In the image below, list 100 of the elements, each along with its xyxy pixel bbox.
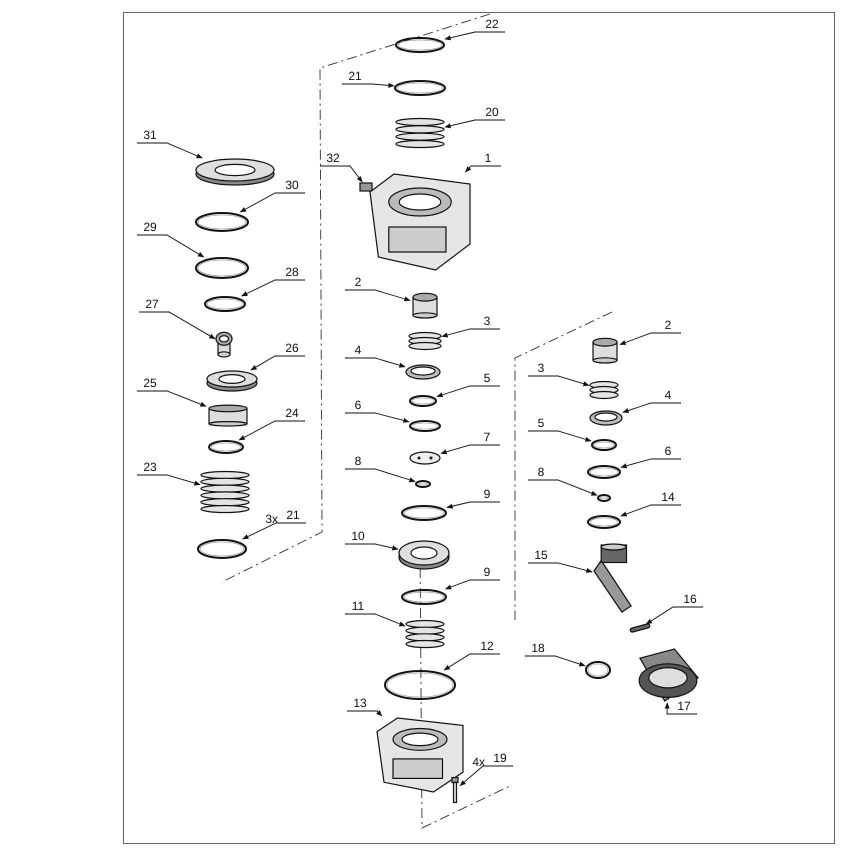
callout-number: 14	[655, 489, 681, 505]
leader-line	[524, 656, 586, 666]
leader-line	[444, 32, 506, 40]
leader-line	[250, 356, 306, 370]
leader-line	[342, 82, 395, 88]
leader-line	[465, 166, 502, 172]
leader-line	[441, 328, 500, 338]
callout-number: 23	[137, 459, 163, 475]
leader-line	[320, 166, 363, 182]
part-drawing	[590, 337, 620, 363]
part-drawing	[401, 505, 447, 521]
leader-line	[241, 280, 306, 296]
callout-number: 15	[528, 547, 554, 563]
callout-number: 3	[528, 360, 554, 376]
part-drawing	[384, 670, 456, 700]
leader-line	[620, 458, 682, 468]
callout-number: 21	[342, 68, 368, 84]
callout-number: 19	[492, 750, 508, 766]
callout-number: 13	[347, 695, 373, 711]
part-drawing	[587, 515, 621, 529]
part-drawing	[636, 647, 700, 703]
part-drawing	[409, 395, 437, 407]
leader-line	[136, 234, 204, 258]
quantity-label: 3x	[265, 511, 278, 527]
leader-line	[240, 192, 306, 212]
callout-number: 10	[345, 528, 371, 544]
callout-number: 29	[137, 219, 163, 235]
leader-line	[440, 444, 500, 454]
leader-line	[620, 504, 682, 516]
leader-line	[664, 702, 698, 714]
leader-line	[444, 654, 500, 670]
part-drawing	[206, 370, 258, 392]
leader-line	[344, 412, 410, 423]
part-drawing	[589, 381, 619, 399]
part-drawing	[415, 480, 431, 488]
part-drawing	[206, 404, 250, 426]
callout-number: 6	[655, 443, 681, 459]
part-drawing	[197, 539, 247, 559]
leader-line	[346, 710, 382, 716]
callout-number: 7	[474, 429, 500, 445]
leader-line	[344, 468, 416, 482]
part-drawing	[409, 451, 441, 465]
part-drawing	[395, 37, 445, 53]
leader-line	[138, 312, 216, 340]
callout-number: 32	[320, 150, 346, 166]
leader-line	[446, 502, 500, 509]
part-drawing	[591, 439, 617, 451]
part-drawing	[195, 257, 249, 279]
callout-number: 12	[474, 638, 500, 654]
callout-number: 2	[345, 274, 371, 290]
part-drawing	[195, 158, 275, 186]
callout-number: 5	[474, 370, 500, 386]
part-drawing	[585, 661, 611, 679]
leader-line	[528, 430, 592, 442]
leader-line	[619, 332, 682, 345]
part-drawing	[195, 212, 249, 232]
part-drawing	[450, 777, 460, 803]
leader-line	[136, 474, 201, 486]
leader-line	[445, 580, 500, 590]
callout-number: 3	[474, 313, 500, 329]
callout-number: 21	[285, 507, 301, 523]
part-drawing	[410, 292, 440, 318]
leader-line	[344, 358, 406, 368]
leader-line	[436, 386, 500, 398]
part-drawing	[200, 471, 250, 513]
leader-line	[622, 402, 682, 413]
callout-number: 8	[528, 464, 554, 480]
part-drawing	[398, 540, 450, 570]
leader-line	[344, 290, 411, 302]
part-drawing	[405, 364, 441, 380]
part-drawing	[405, 620, 445, 648]
part-drawing	[368, 172, 472, 272]
part-drawing	[401, 589, 447, 605]
part-drawing	[208, 440, 244, 454]
callout-number: 25	[137, 375, 163, 391]
leader-line	[528, 562, 593, 573]
callout-number: 9	[474, 486, 500, 502]
callout-number: 4	[655, 387, 681, 403]
part-drawing	[215, 331, 233, 357]
leader-line	[528, 376, 590, 386]
leader-line	[238, 420, 306, 440]
callout-number: 20	[479, 104, 505, 120]
callout-number: 28	[279, 264, 305, 280]
callout-number: 24	[279, 405, 305, 421]
callout-number: 8	[345, 453, 371, 469]
leader-line	[242, 522, 306, 540]
part-drawing	[359, 182, 373, 192]
part-drawing	[375, 716, 465, 794]
callout-number: 6	[345, 397, 371, 413]
leader-line	[444, 120, 506, 128]
callout-number: 31	[137, 127, 163, 143]
part-drawing	[204, 296, 246, 312]
part-drawing	[408, 332, 442, 350]
callout-number: 30	[279, 177, 305, 193]
leader-line	[646, 606, 704, 624]
leader-line	[344, 614, 406, 626]
leader-line	[460, 766, 514, 786]
callout-number: 18	[525, 640, 551, 656]
callout-number: 5	[528, 415, 554, 431]
part-drawing	[629, 624, 651, 632]
